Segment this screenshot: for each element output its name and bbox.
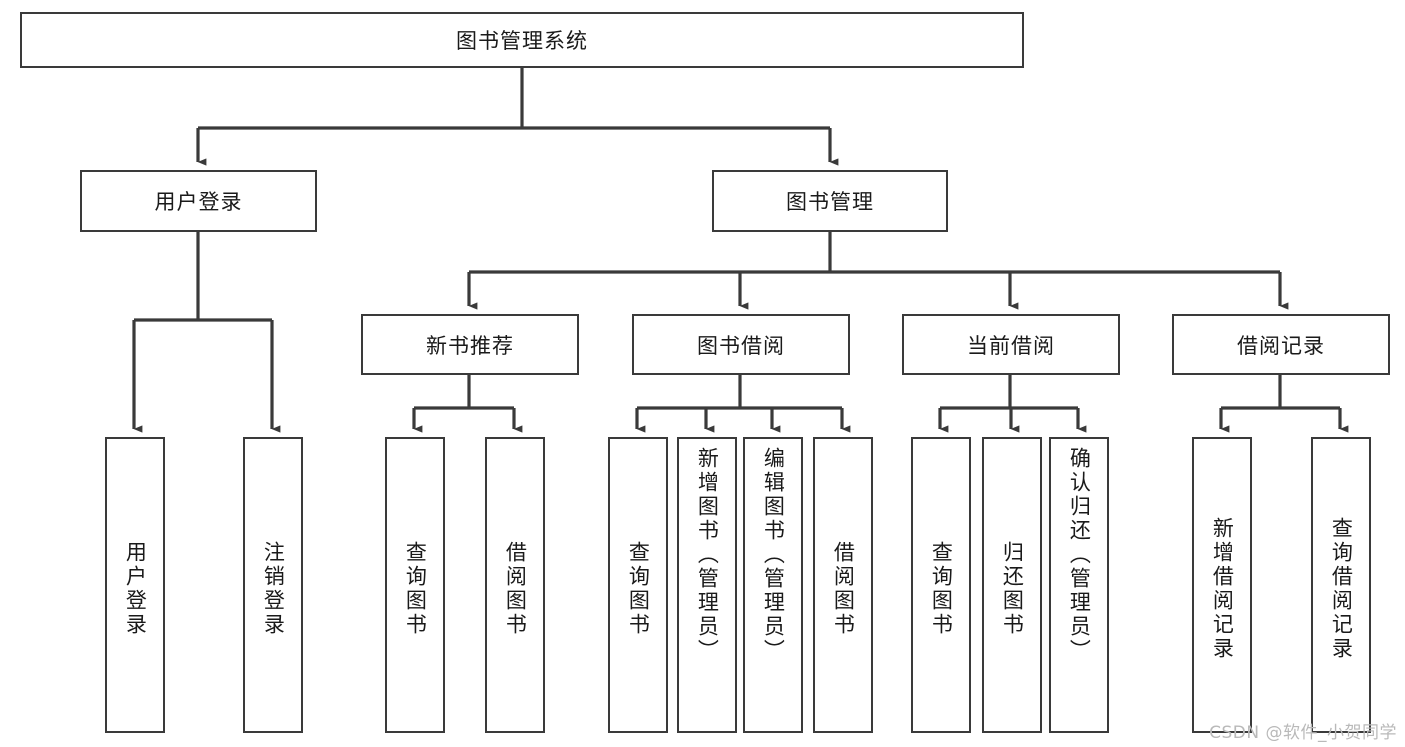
node-root-label: 图书管理系统 — [456, 29, 588, 53]
node-add-borrow-record[interactable]: 新增借阅记录 — [1192, 437, 1252, 733]
node-return-book[interactable]: 归还图书 — [982, 437, 1042, 733]
node-query-book-1[interactable]: 查询图书 — [385, 437, 445, 733]
node-book-borrow-label: 图书借阅 — [697, 333, 785, 358]
node-borrow-book-1-label: 借阅图书 — [503, 541, 528, 637]
node-book-management-label: 图书管理 — [786, 190, 874, 214]
node-borrow-records[interactable]: 借阅记录 — [1172, 314, 1390, 375]
node-add-borrow-record-label: 新增借阅记录 — [1210, 517, 1235, 661]
node-confirm-return-admin[interactable]: 确认归还（管理员） — [1049, 437, 1109, 733]
node-query-book-2[interactable]: 查询图书 — [608, 437, 668, 733]
node-borrow-records-label: 借阅记录 — [1237, 333, 1325, 358]
node-confirm-return-admin-label: 确认归还（管理员） — [1067, 447, 1092, 663]
node-user-logout-leaf[interactable]: 注销登录 — [243, 437, 303, 733]
node-borrow-book-2-label: 借阅图书 — [831, 541, 856, 637]
node-book-management[interactable]: 图书管理 — [712, 170, 948, 232]
node-user-login-leaf-label: 用户登录 — [123, 541, 148, 637]
node-query-borrow-record[interactable]: 查询借阅记录 — [1311, 437, 1371, 733]
node-root[interactable]: 图书管理系统 — [20, 12, 1024, 68]
node-query-book-3[interactable]: 查询图书 — [911, 437, 971, 733]
node-user-login-leaf[interactable]: 用户登录 — [105, 437, 165, 733]
node-current-borrow-label: 当前借阅 — [967, 333, 1055, 358]
node-edit-book-admin-label: 编辑图书（管理员） — [761, 447, 786, 663]
node-new-book-recommend[interactable]: 新书推荐 — [361, 314, 579, 375]
node-new-book-recommend-label: 新书推荐 — [426, 333, 514, 358]
node-add-book-admin-label: 新增图书（管理员） — [695, 447, 720, 663]
node-query-book-1-label: 查询图书 — [403, 541, 428, 637]
node-edit-book-admin[interactable]: 编辑图书（管理员） — [743, 437, 803, 733]
node-add-book-admin[interactable]: 新增图书（管理员） — [677, 437, 737, 733]
csdn-watermark: CSDN @软件_小贺同学 — [1209, 723, 1397, 743]
node-current-borrow[interactable]: 当前借阅 — [902, 314, 1120, 375]
node-user-logout-leaf-label: 注销登录 — [261, 541, 286, 637]
node-query-borrow-record-label: 查询借阅记录 — [1329, 517, 1354, 661]
node-book-borrow[interactable]: 图书借阅 — [632, 314, 850, 375]
node-user-login[interactable]: 用户登录 — [80, 170, 317, 232]
node-borrow-book-2[interactable]: 借阅图书 — [813, 437, 873, 733]
node-user-login-label: 用户登录 — [154, 190, 243, 214]
node-query-book-2-label: 查询图书 — [626, 541, 651, 637]
node-query-book-3-label: 查询图书 — [929, 541, 954, 637]
node-borrow-book-1[interactable]: 借阅图书 — [485, 437, 545, 733]
node-return-book-label: 归还图书 — [1000, 541, 1025, 637]
